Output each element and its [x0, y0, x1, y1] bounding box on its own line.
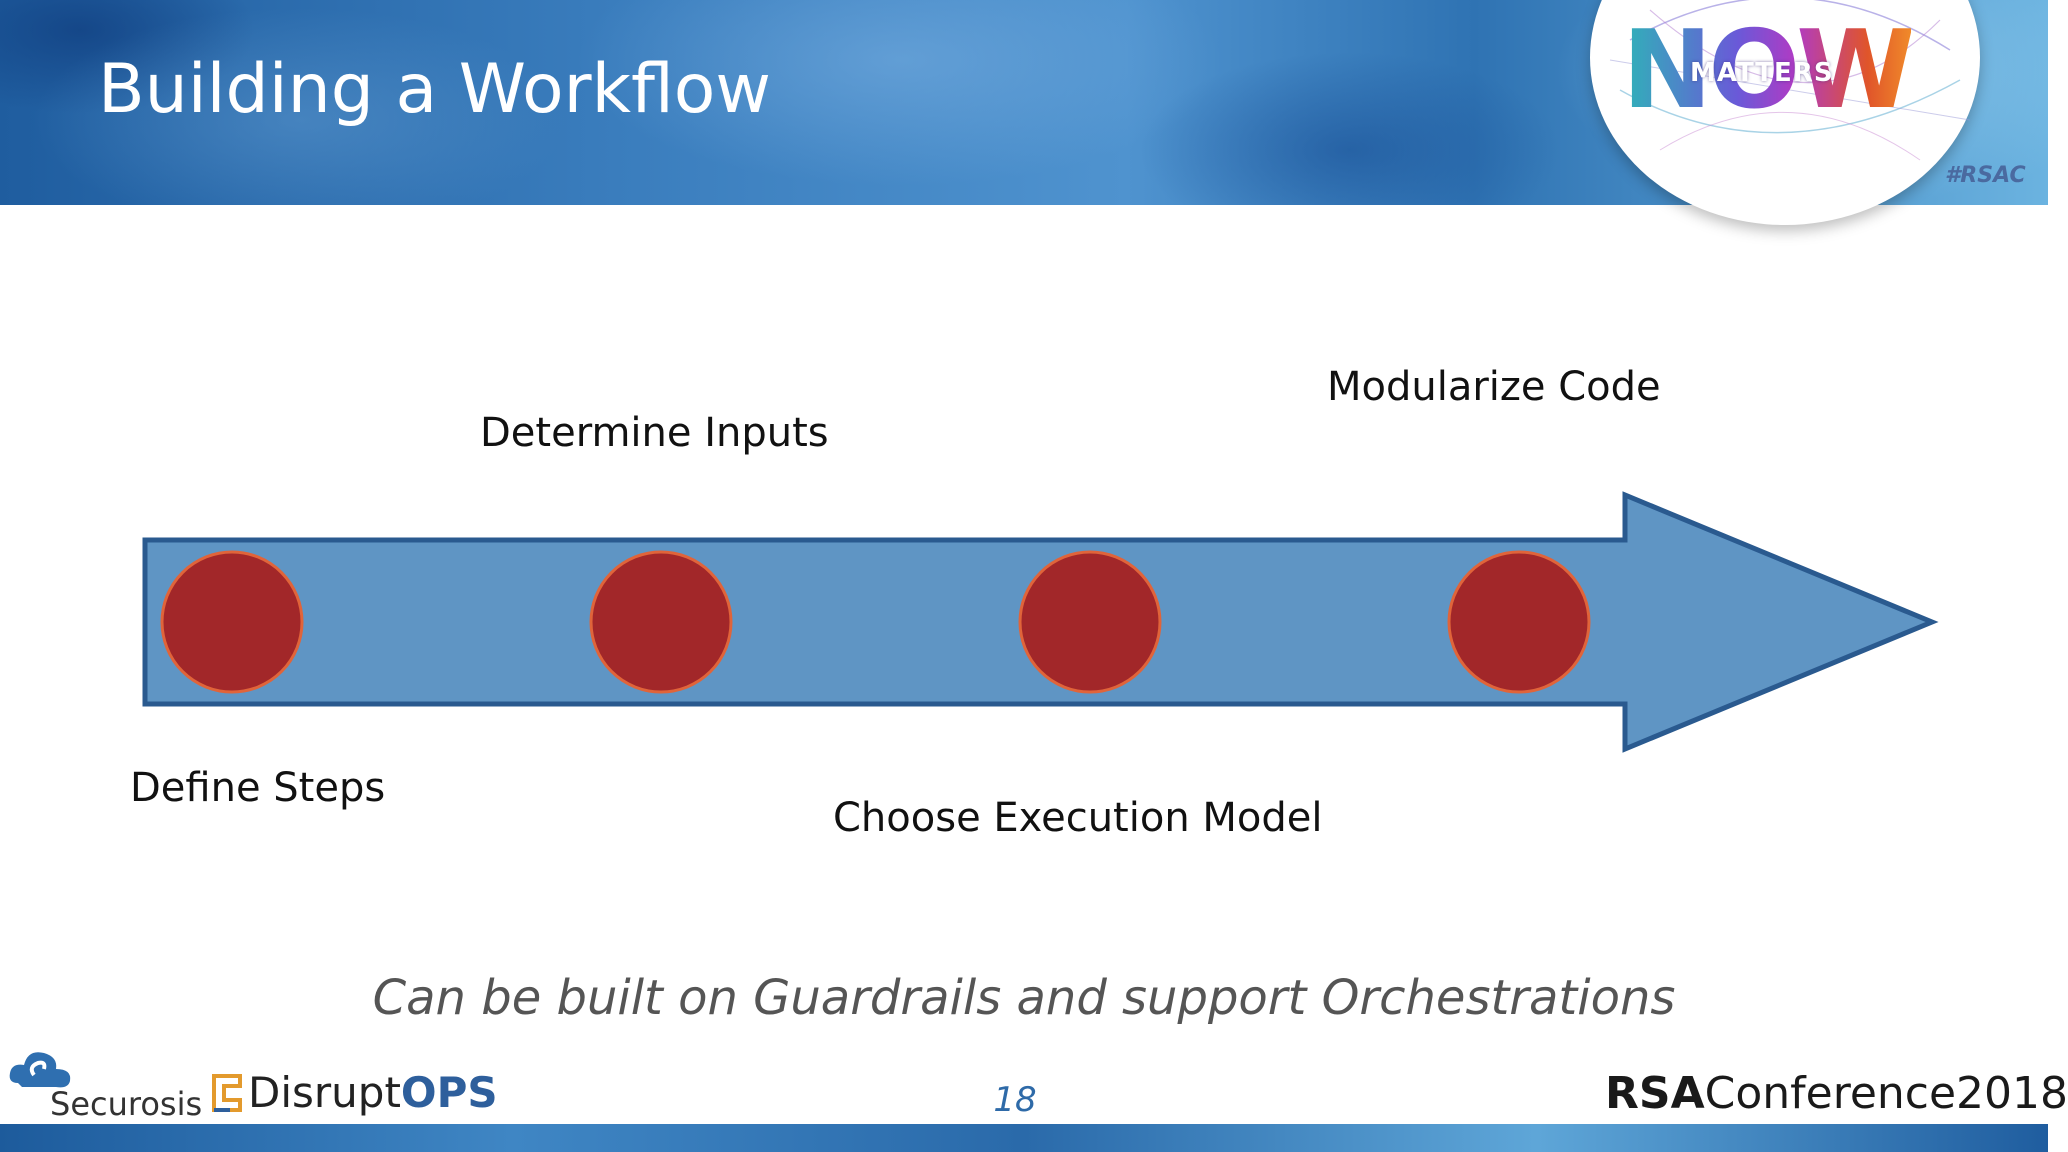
step-label-choose-execution-model: Choose Execution Model [833, 795, 1323, 841]
page-number: 18 [993, 1080, 1037, 1120]
rsa-word: RSA [1605, 1068, 1705, 1119]
badge-lines-decoration [1609, 0, 1971, 161]
step-label-define-steps: Define Steps [130, 765, 386, 811]
header-banner: Building a Workflow NOW MATTERS #RSAC [0, 0, 2048, 225]
now-matters-badge: NOW MATTERS [1590, 0, 1980, 225]
badge-matters-text: MATTERS [1690, 58, 1834, 88]
disrupt-word: Disrupt [248, 1068, 401, 1117]
badge-now-text: NOW [1622, 8, 1915, 133]
rsac-hashtag: #RSAC [1945, 163, 2026, 188]
step-node-2 [589, 550, 733, 694]
slide-subtitle: Can be built on Guardrails and support O… [372, 970, 1676, 1026]
rsa-conference-logo: RSAConference2018 [1605, 1068, 2068, 1119]
securosis-cloud-icon [9, 1052, 71, 1088]
footer-bar [0, 1124, 2048, 1152]
step-label-modularize-code: Modularize Code [1327, 364, 1661, 410]
step-node-3 [1018, 550, 1162, 694]
step-label-determine-inputs: Determine Inputs [480, 410, 829, 456]
slide-title: Building a Workflow [98, 50, 771, 129]
disruptops-bracket-icon [212, 1074, 242, 1112]
securosis-logo-text: Securosis [50, 1085, 203, 1123]
disruptops-logo-text: DisruptOPS [248, 1068, 498, 1117]
ops-word: OPS [400, 1068, 498, 1117]
conference-word: Conference2018 [1704, 1068, 2068, 1119]
step-node-1 [160, 550, 304, 694]
step-node-4 [1447, 550, 1591, 694]
